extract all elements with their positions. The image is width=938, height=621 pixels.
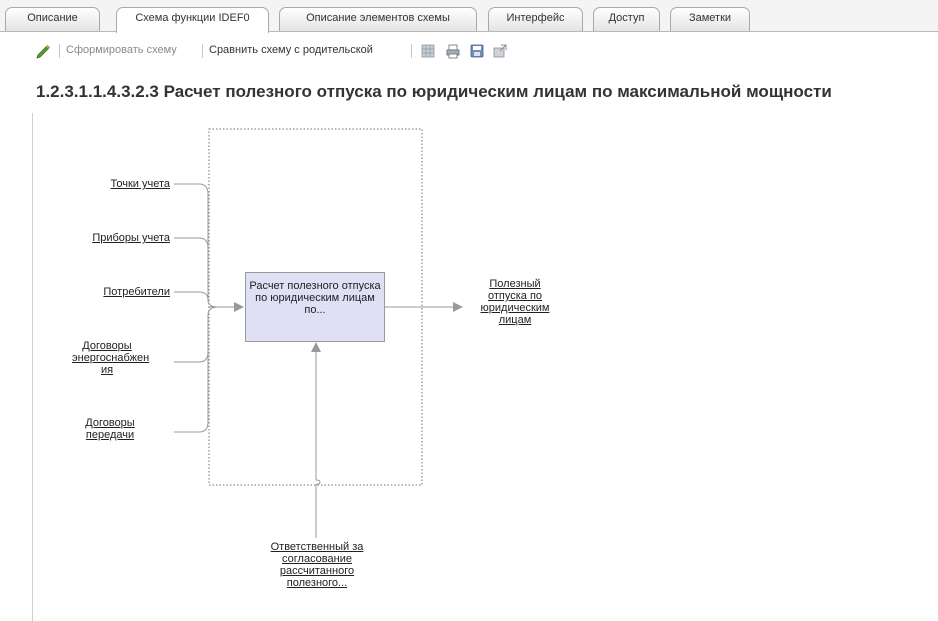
grid-icon[interactable] <box>420 43 436 59</box>
input-line-5 <box>174 315 209 433</box>
output-arrow-head <box>453 302 463 312</box>
build-schema-button[interactable]: Сформировать схему <box>66 44 177 56</box>
tab-interface[interactable]: Интерфейс <box>488 7 583 31</box>
mechanism-arrow-head <box>311 342 321 352</box>
input-arrow-head <box>234 302 244 312</box>
tab-notes[interactable]: Заметки <box>670 7 750 31</box>
tab-schema-elements[interactable]: Описание элементов схемы <box>279 7 477 31</box>
save-icon[interactable] <box>469 43 485 59</box>
compare-with-parent-button[interactable]: Сравнить схему с родительской <box>209 44 373 56</box>
function-block[interactable]: Расчет полезного отпуска по юридическим … <box>245 272 385 342</box>
input-label-transfer-contracts[interactable]: Договоры передачи <box>85 417 135 441</box>
output-label[interactable]: Полезный отпуска по юридическим лицам <box>480 278 550 326</box>
tab-description[interactable]: Описание <box>5 7 100 31</box>
diagram-title: 1.2.3.1.1.4.3.2.3 Расчет полезного отпус… <box>36 82 832 101</box>
input-label-metering-points[interactable]: Точки учета <box>110 178 171 190</box>
tab-idef0-schema[interactable]: Схема функции IDEF0 <box>116 7 269 33</box>
tab-bar: Описание Схема функции IDEF0 Описание эл… <box>0 0 938 33</box>
input-label-meters[interactable]: Приборы учета <box>92 232 170 244</box>
input-label-consumers[interactable]: Потребители <box>103 286 170 298</box>
input-line-4 <box>174 306 219 363</box>
mechanism-arrow-line <box>315 352 321 538</box>
export-icon[interactable] <box>492 43 508 59</box>
toolbar: Сформировать схему Сравнить схему с роди… <box>0 32 938 70</box>
pencil-icon[interactable] <box>35 43 51 59</box>
tab-access[interactable]: Доступ <box>593 7 660 31</box>
input-label-supply-contracts[interactable]: Договоры энергоснабжен ия <box>72 340 150 376</box>
print-icon[interactable] <box>445 43 461 59</box>
mechanism-label[interactable]: Ответственный за согласование рассчитанн… <box>270 541 364 589</box>
left-border <box>32 113 33 621</box>
input-line-2 <box>174 237 209 300</box>
input-line-3 <box>174 291 209 301</box>
input-line-1 <box>174 183 219 308</box>
